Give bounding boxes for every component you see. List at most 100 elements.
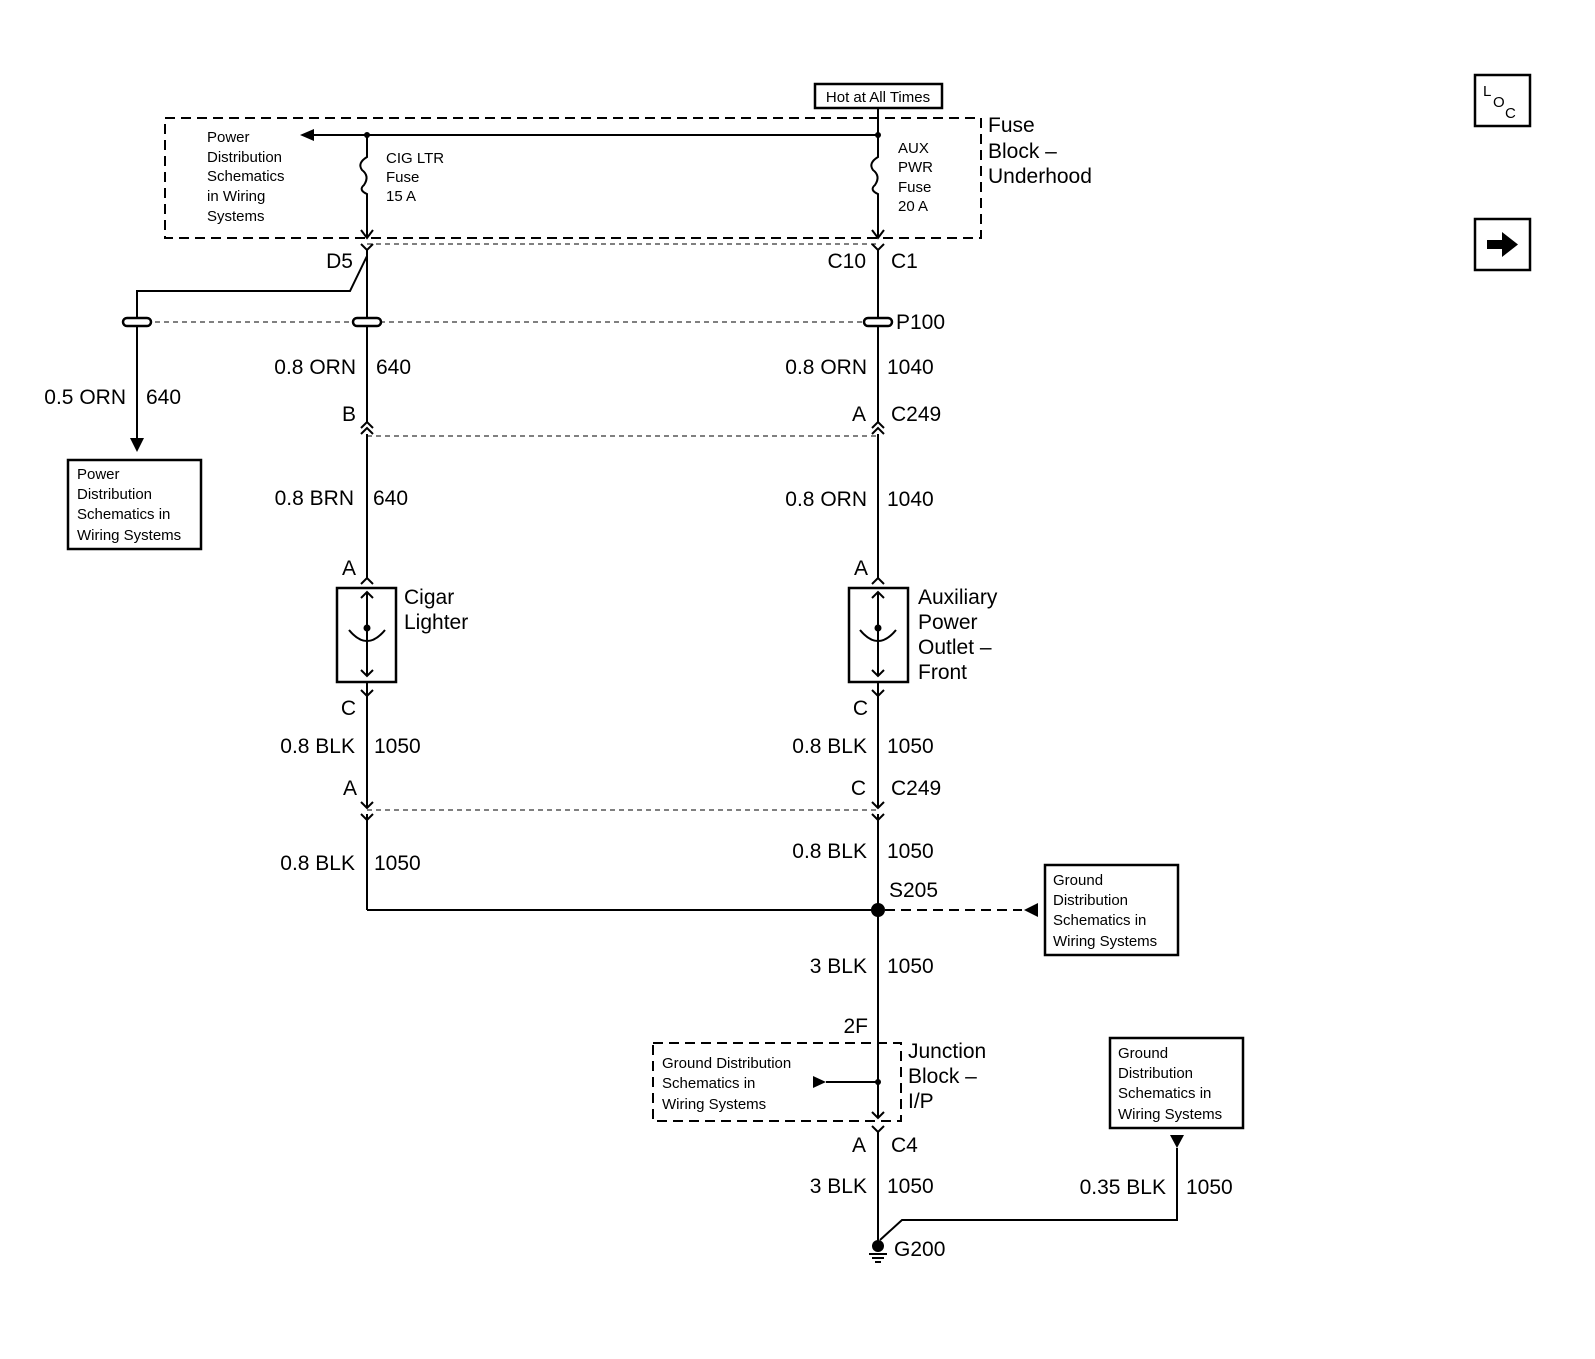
svg-text:Front: Front	[918, 661, 967, 684]
svg-text:Schematics in: Schematics in	[1053, 912, 1146, 929]
svg-text:Systems: Systems	[207, 208, 265, 225]
svg-text:Wiring Systems: Wiring Systems	[77, 527, 181, 544]
ground-dist-s205-label: Ground Distribution Schematics in Wiring…	[1053, 872, 1157, 950]
ground-dist-s205-box	[1043, 863, 1180, 957]
conn-aux-a: A	[854, 557, 868, 580]
svg-text:20 A: 20 A	[898, 198, 928, 215]
right-arrow-icon	[1487, 232, 1518, 257]
fuse-block-underhood	[164, 117, 982, 239]
wire-right-4-size: 0.8 BLK	[792, 840, 867, 863]
next-page-button[interactable]	[1473, 217, 1532, 272]
svg-text:Schematics in: Schematics in	[77, 506, 170, 523]
cig-fuse-symbol	[359, 135, 368, 238]
conn-c249-top: C249	[891, 403, 941, 426]
p100-pass-right	[862, 316, 894, 328]
svg-text:Wiring Systems: Wiring Systems	[1118, 1106, 1222, 1123]
p100-pass-mid	[351, 316, 383, 328]
conn-cig-c: C	[341, 697, 356, 720]
aux-fuse-symbol	[870, 135, 879, 238]
wire-right-2-size: 0.8 ORN	[785, 488, 867, 511]
wire-left-branch-size: 0.5 ORN	[44, 386, 126, 409]
arrow-left-icon	[1024, 903, 1038, 917]
svg-text:Power: Power	[918, 611, 978, 634]
junction-block-label: Junction Block – I/P	[908, 1040, 986, 1113]
aux-fuse-label: AUX PWR Fuse 20 A	[898, 140, 933, 215]
conn-c4-a: A	[852, 1134, 866, 1157]
svg-text:in Wiring: in Wiring	[207, 188, 265, 205]
svg-text:Outlet –: Outlet –	[918, 636, 992, 659]
splice-s205	[871, 903, 885, 917]
conn-s205: S205	[889, 879, 938, 902]
svg-text:Fuse: Fuse	[386, 169, 419, 186]
wire-left-3-circuit: 1050	[374, 735, 421, 758]
conn-c1: C1	[891, 250, 918, 273]
conn-c249-low: C249	[891, 777, 941, 800]
svg-text:Ground: Ground	[1053, 872, 1103, 889]
wire-trunk-1-size: 3 BLK	[810, 955, 867, 978]
wire-right-2-circuit: 1040	[887, 488, 934, 511]
arrow-right-icon	[813, 1076, 826, 1088]
svg-text:AUX: AUX	[898, 140, 929, 157]
svg-text:Cigar: Cigar	[404, 586, 454, 609]
conn-b: B	[342, 403, 356, 426]
svg-text:Wiring Systems: Wiring Systems	[1053, 933, 1157, 950]
svg-text:15 A: 15 A	[386, 188, 416, 205]
svg-text:Block –: Block –	[908, 1065, 977, 1088]
hot-label: Hot at All Times	[826, 89, 930, 106]
svg-text:Fuse: Fuse	[898, 179, 931, 196]
wire-ground-right-circuit: 1050	[1186, 1176, 1233, 1199]
wire-left-1-circuit: 640	[376, 356, 411, 379]
ground-dist-right-box	[1108, 1036, 1245, 1130]
svg-text:Schematics: Schematics	[207, 168, 285, 185]
wire-trunk-1-circuit: 1050	[887, 955, 934, 978]
svg-text:Lighter: Lighter	[404, 611, 468, 634]
loc-button[interactable]: L O C	[1473, 73, 1532, 128]
wire-right-1-circuit: 1040	[887, 356, 934, 379]
fuse-block-label-3: Underhood	[988, 165, 1092, 188]
wire-ground-right-size: 0.35 BLK	[1080, 1176, 1166, 1199]
loc-icon-l: L	[1483, 83, 1491, 100]
fuse-block-label-1: Fuse	[988, 114, 1035, 137]
svg-text:Distribution: Distribution	[77, 486, 152, 503]
fuse-block-label-2: Block –	[988, 140, 1057, 163]
conn-g200: G200	[894, 1238, 945, 1261]
power-dist-top: Power Distribution Schematics in Wiring …	[207, 129, 285, 225]
svg-text:Distribution: Distribution	[1053, 892, 1128, 909]
wire-left-4-size: 0.8 BLK	[280, 852, 355, 875]
ground-g200-icon	[872, 1240, 884, 1252]
conn-a-right: A	[852, 403, 866, 426]
conn-p100: P100	[896, 311, 945, 334]
power-dist-left-label: Power Distribution Schematics in Wiring …	[77, 466, 181, 544]
wire-trunk-2-circuit: 1050	[887, 1175, 934, 1198]
conn-c4: C4	[891, 1134, 918, 1157]
wire-left-2-size: 0.8 BRN	[275, 487, 354, 510]
junction-block-ip	[652, 1042, 902, 1122]
ground-dist-jb-label: Ground Distribution Schematics in Wiring…	[662, 1055, 791, 1113]
svg-text:Power: Power	[77, 466, 120, 483]
wire-left-4-circuit: 1050	[374, 852, 421, 875]
wire-trunk-2-size: 3 BLK	[810, 1175, 867, 1198]
svg-text:Junction: Junction	[908, 1040, 986, 1063]
svg-text:I/P: I/P	[908, 1090, 934, 1113]
cigar-lighter-label: Cigar Lighter	[404, 586, 468, 634]
conn-c10: C10	[827, 250, 866, 273]
wire-left-branch-circuit: 640	[146, 386, 181, 409]
svg-text:PWR: PWR	[898, 159, 933, 176]
svg-text:CIG LTR: CIG LTR	[386, 150, 444, 167]
arrow-left-icon	[300, 129, 314, 141]
loc-icon-c: C	[1505, 105, 1516, 122]
svg-text:Distribution: Distribution	[1118, 1065, 1193, 1082]
conn-cig-a: A	[342, 557, 356, 580]
svg-text:Schematics in: Schematics in	[1118, 1085, 1211, 1102]
wire-right-4-circuit: 1050	[887, 840, 934, 863]
wire-left-1-size: 0.8 ORN	[274, 356, 356, 379]
conn-d5: D5	[326, 250, 353, 273]
arrow-down-icon	[1170, 1135, 1184, 1148]
conn-aux-c: C	[853, 697, 868, 720]
p100-pass-left	[121, 316, 153, 328]
wire-left-2-circuit: 640	[373, 487, 408, 510]
svg-text:Schematics in: Schematics in	[662, 1075, 755, 1092]
conn-2f: 2F	[843, 1015, 868, 1038]
cig-fuse-label: CIG LTR Fuse 15 A	[386, 150, 444, 205]
